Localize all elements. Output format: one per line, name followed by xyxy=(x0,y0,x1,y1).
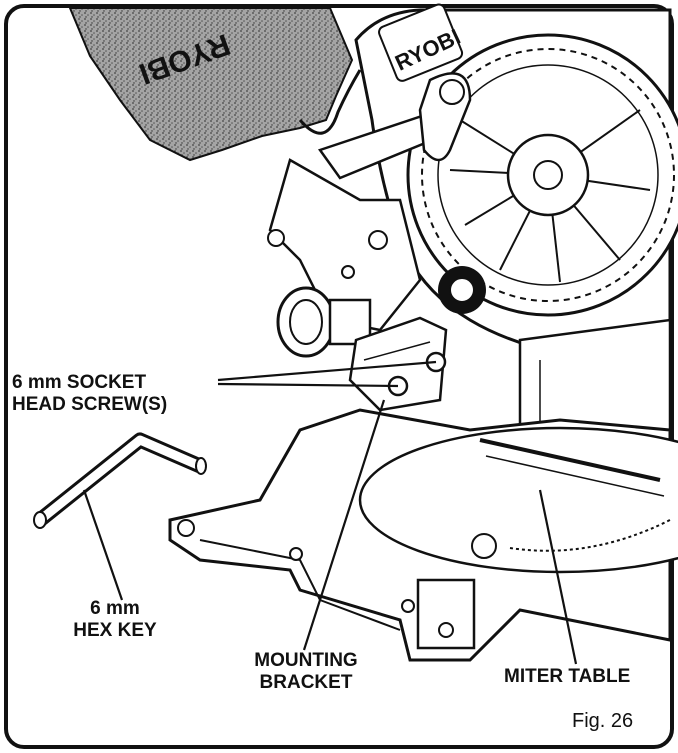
leader-screw-2 xyxy=(217,382,399,388)
mounting-bracket-callout-line1: MOUNTING xyxy=(254,650,358,671)
leader-hex-key xyxy=(82,489,124,601)
hex-key-callout-line2: HEX KEY xyxy=(73,620,157,641)
hex-key xyxy=(33,432,207,529)
leader-screw-1 xyxy=(217,360,437,382)
miter-table-surface xyxy=(358,426,678,574)
leader-miter-table xyxy=(538,489,578,665)
mounting-bracket-callout: MOUNTING BRACKET xyxy=(236,650,376,694)
miter-table-callout: MITER TABLE xyxy=(504,666,630,688)
blade-lock-knob xyxy=(438,266,486,314)
leader-lines xyxy=(82,360,578,665)
miter-table-callout-text: MITER TABLE xyxy=(504,666,631,687)
miter-base xyxy=(168,408,678,662)
socket-screw-callout-line2: HEAD SCREW(S) xyxy=(12,394,168,415)
hex-key-callout-line1: 6 mm xyxy=(90,598,140,619)
socket-screw-callout: 6 mm SOCKET HEAD SCREW(S) xyxy=(12,372,167,416)
miter-scale xyxy=(509,519,671,552)
mounting-bracket-callout-line2: BRACKET xyxy=(259,672,353,693)
hex-key-callout: 6 mm HEX KEY xyxy=(60,598,170,642)
dust-bag: RYOBI xyxy=(68,7,362,162)
socket-screw-callout-line1: 6 mm SOCKET xyxy=(12,372,147,393)
leader-bracket xyxy=(302,399,386,651)
saw-arm xyxy=(267,72,472,332)
saw-blade xyxy=(406,33,678,317)
figure-caption: Fig. 26 xyxy=(572,710,634,732)
